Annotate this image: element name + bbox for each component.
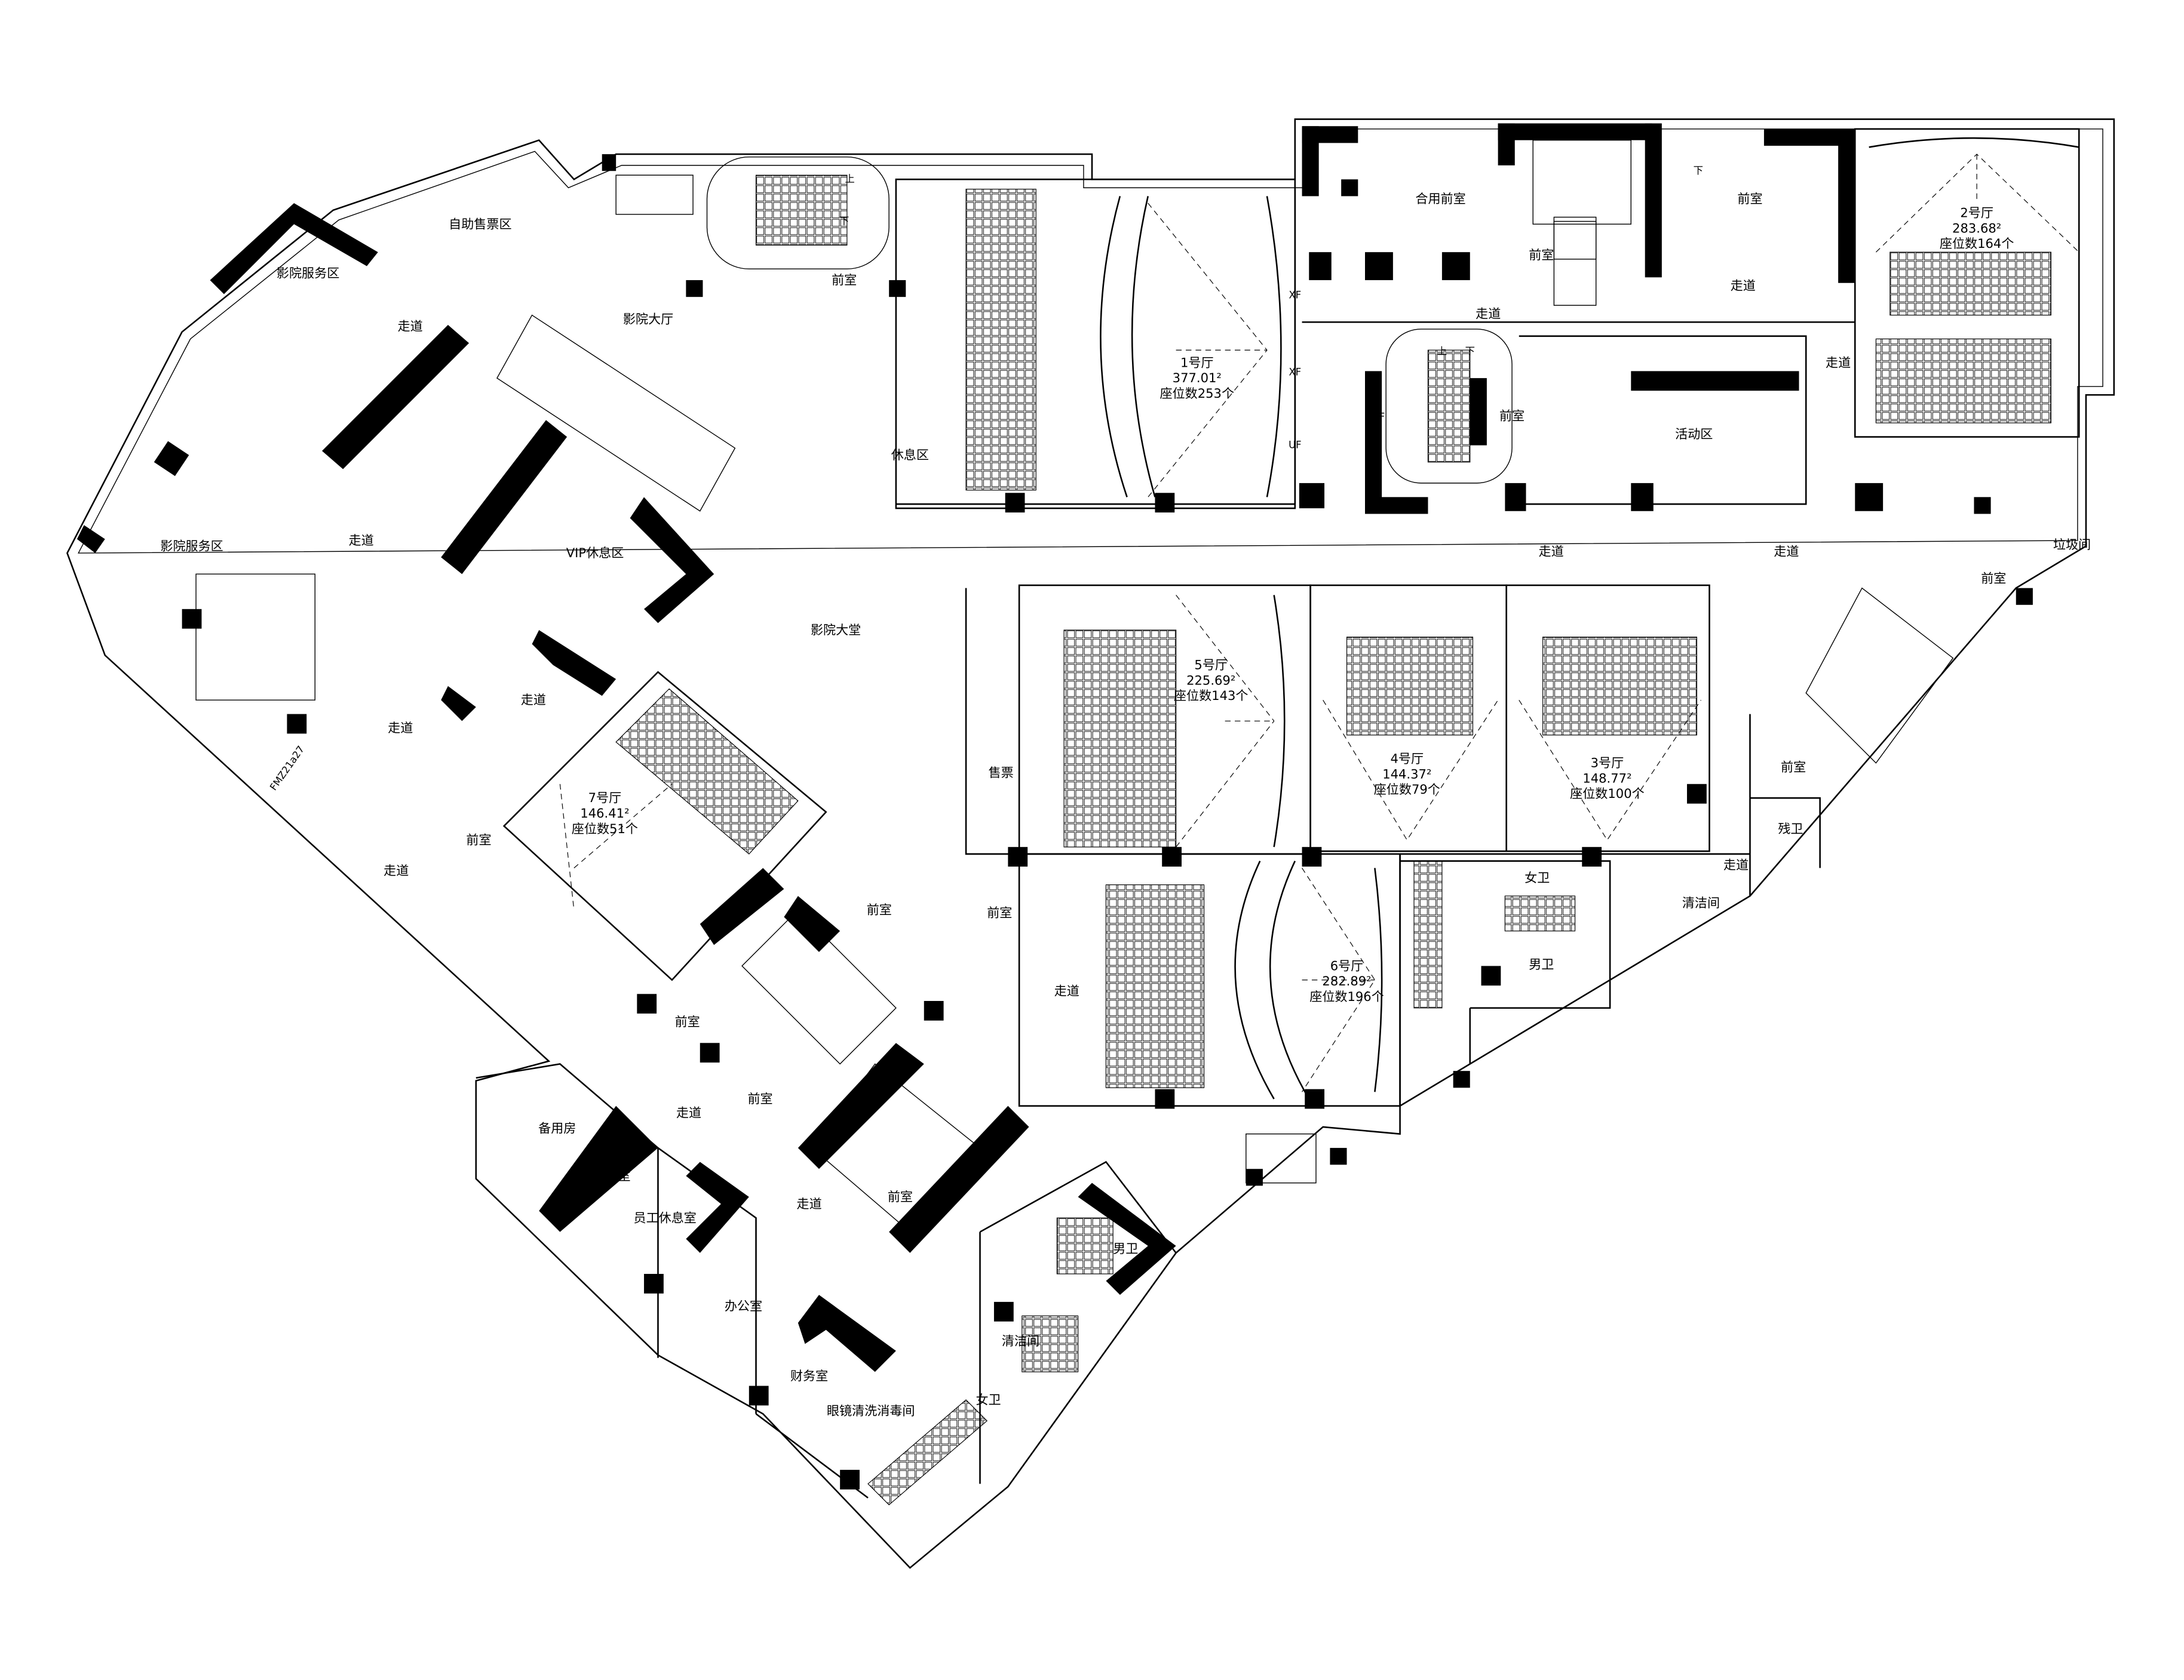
room-label: 财务室	[790, 1368, 828, 1383]
room-label: 前室	[466, 833, 491, 847]
hall-2: 2号厅 283.68² 座位数164个	[1854, 128, 2080, 438]
room-label: 前室	[1529, 247, 1554, 262]
hall-2-seats: 座位数164个	[1940, 236, 2014, 251]
hall-5-name: 5号厅	[1194, 658, 1228, 672]
room-label: 更衣室	[593, 1168, 631, 1183]
room-label: 走道	[1476, 306, 1501, 321]
stair-down-label: 下	[1465, 345, 1475, 357]
room-label: 走道	[1054, 984, 1079, 999]
hall-5-seats: 座位数143个	[1174, 688, 1249, 703]
room-label: 垃圾间	[2053, 537, 2091, 552]
room-label: 走道	[1826, 355, 1851, 370]
room-label: 备用房	[538, 1120, 576, 1135]
stair-up-label: 上	[845, 173, 854, 185]
hall-6: 6号厅 282.89² 座位数196个	[1018, 853, 1401, 1107]
room-label: VIP休息区	[566, 545, 624, 560]
room-labels: 自助售票区 影院服务区 走道 影院大厅 影院服务区 走道 VIP休息区 影院大堂…	[160, 165, 2091, 1418]
hall-3: 3号厅 148.77² 座位数100个	[1505, 584, 1710, 852]
room-label: 前室	[867, 902, 892, 917]
room-label: 走道	[349, 533, 374, 548]
door-code-label: FMZ21a27	[268, 744, 306, 793]
room-label: 走道	[676, 1105, 701, 1120]
sf-label: SF	[1373, 411, 1385, 422]
room-label: 办公室	[725, 1298, 762, 1313]
room-label: 男卫	[1529, 957, 1554, 972]
stair-cores	[195, 140, 1954, 1233]
hall-6-area: 282.89²	[1322, 973, 1371, 988]
hall-7-area: 146.41²	[580, 806, 629, 821]
hall-5-area: 225.69²	[1186, 672, 1235, 687]
hall-4-name: 4号厅	[1391, 751, 1424, 766]
room-label: 前室	[987, 905, 1012, 920]
room-label: 走道	[1723, 858, 1749, 873]
hall-3-seats: 座位数100个	[1570, 786, 1645, 801]
room-label: 前室	[814, 1129, 839, 1144]
hall-1: 1号厅 377.01² 座位数253个 XF XF UF	[895, 179, 1302, 509]
room-label: 前室	[832, 272, 857, 287]
room-label: 清洁间	[1002, 1334, 1039, 1349]
hall-7: 7号厅 146.41² 座位数51个	[502, 671, 827, 981]
room-label: 影院大堂	[811, 622, 861, 637]
stair-up-label: 上	[1437, 345, 1447, 357]
room-label: 走道	[1731, 278, 1756, 293]
hall-2-name: 2号厅	[1960, 205, 1993, 220]
room-label: 前室	[747, 1091, 772, 1106]
columns	[76, 123, 2033, 1489]
room-label: 走道	[398, 318, 423, 333]
hall-7-seats: 座位数51个	[572, 821, 638, 836]
room-label: 前室	[1981, 570, 2006, 585]
room-label: 前室	[1499, 408, 1524, 423]
room-label: 走道	[388, 720, 413, 735]
hall-5: 5号厅 225.69² 座位数143个	[1018, 584, 1311, 855]
room-label: 走道	[384, 863, 409, 878]
room-label: 售票	[989, 765, 1014, 780]
hall-3-area: 148.77²	[1582, 770, 1631, 785]
hall-4-area: 144.37²	[1382, 766, 1431, 781]
room-label: 前室	[1781, 760, 1806, 775]
hall-4-seats: 座位数79个	[1374, 782, 1440, 797]
room-label: 走道	[1774, 544, 1799, 559]
hall-2-area: 283.68²	[1952, 220, 2001, 235]
room-label: 活动区	[1675, 426, 1713, 441]
stair-down-label: 下	[1694, 165, 1703, 176]
room-label: 员工休息室	[634, 1210, 697, 1225]
room-label: 休息区	[891, 447, 929, 462]
hall-4: 4号厅 144.37² 座位数79个	[1309, 584, 1507, 852]
hall-1-name: 1号厅	[1180, 355, 1214, 370]
room-label: 走道	[521, 692, 546, 707]
room-label: 合用前室	[1415, 191, 1465, 206]
hall-1-seats: 座位数253个	[1160, 386, 1234, 401]
room-label: 女卫	[1524, 870, 1550, 885]
toilet-fixtures	[867, 861, 1576, 1506]
room-label: 女卫	[976, 1392, 1001, 1407]
hall-6-name: 6号厅	[1330, 958, 1364, 973]
stair-down-label: 下	[839, 215, 849, 226]
partitions	[476, 189, 1855, 1499]
room-label: 自助售票区	[449, 216, 511, 231]
room-label: 前室	[888, 1189, 913, 1204]
room-label: 男卫	[1113, 1241, 1138, 1256]
room-label: 眼镜清洗消毒间	[827, 1403, 915, 1418]
hall-1-area: 377.01²	[1173, 370, 1222, 385]
room-label: 走道	[797, 1196, 822, 1211]
room-label: 前室	[1737, 191, 1762, 206]
hall-6-seats: 座位数196个	[1309, 989, 1384, 1004]
room-label: 影院大厅	[623, 312, 673, 327]
room-label: 走道	[1539, 544, 1564, 559]
room-label: 影院服务区	[160, 538, 223, 553]
room-label: 前室	[675, 1014, 700, 1029]
room-label: 清洁间	[1682, 895, 1720, 910]
hall-3-name: 3号厅	[1591, 755, 1624, 770]
hall-7-name: 7号厅	[588, 790, 622, 805]
room-label: 残卫	[1778, 821, 1803, 836]
room-label: 影院服务区	[277, 265, 339, 280]
